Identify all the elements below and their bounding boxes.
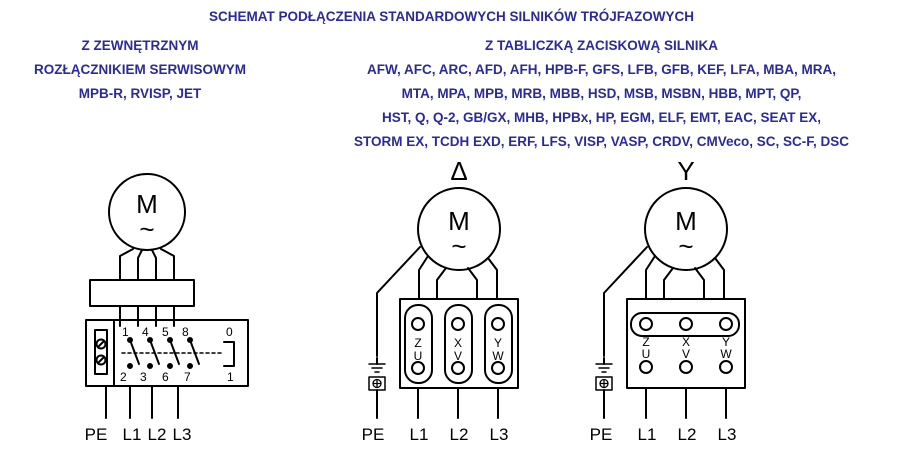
motor-letter-left: M: [136, 189, 158, 219]
delta-terminal-z: Z: [414, 336, 421, 350]
star-label-l3: L3: [718, 425, 737, 444]
switch-label-l1: L1: [123, 425, 142, 444]
switch-label-pe: PE: [85, 425, 108, 444]
left-header-line-2: ROZŁĄCZNIKIEM SERWISOWYM: [34, 62, 246, 77]
star-terminal-u: U: [642, 347, 651, 361]
pe-terminal: [94, 329, 108, 375]
switch-num-bottom-3: 6: [162, 370, 169, 384]
right-header-line-3: MTA, MPA, MPB, MRB, MBB, HSD, MSB, MSBN,…: [401, 86, 802, 101]
switch-num-bottom-5: 1: [227, 370, 234, 384]
delta-label-pe: PE: [362, 425, 385, 444]
switch-num-top-3: 5: [162, 325, 169, 339]
motor-circle-left: [108, 173, 186, 251]
right-header-line-2: AFW, AFC, ARC, AFD, AFH, HPB-F, GFS, LFB…: [367, 62, 836, 77]
switch-num-top-2: 4: [142, 325, 149, 339]
switch-box: [85, 319, 249, 387]
right-header-line-1: Z TABLICZKĄ ZACISKOWĄ SILNIKA: [485, 38, 718, 53]
switch-num-bottom-2: 3: [140, 370, 147, 384]
delta-diagram: [368, 187, 519, 419]
switch-num-top-4: 8: [182, 325, 189, 339]
delta-terminal-v: V: [454, 349, 462, 363]
star-terminal-w: W: [720, 347, 732, 361]
bridge-v-x: [444, 304, 473, 384]
star-bridge: [630, 312, 740, 337]
delta-terminal-u: U: [414, 349, 423, 363]
delta-terminal-w: W: [492, 349, 504, 363]
switch-label-l3: L3: [173, 425, 192, 444]
switch-diagram: [85, 173, 249, 419]
motor-letter-star: M: [675, 206, 697, 236]
left-header-line-3: MPB-R, RVISP, JET: [78, 86, 202, 101]
left-header-line-1: Z ZEWNĘTRZNYM: [81, 38, 199, 53]
delta-label-l2: L2: [450, 425, 469, 444]
right-header-line-5: STORM EX, TCDH EXD, ERF, LFS, VISP, VASP…: [353, 134, 850, 149]
delta-terminal-x: X: [454, 336, 462, 350]
motor-tilde-star: ~: [678, 231, 693, 261]
star-terminal-x: X: [682, 335, 690, 349]
delta-label-l3: L3: [490, 425, 509, 444]
star-diagram: [595, 187, 746, 419]
star-label-pe: PE: [590, 425, 613, 444]
motor-circle-delta: [417, 187, 501, 271]
page-title: SCHEMAT PODŁĄCZENIA STANDARDOWYCH SILNIK…: [209, 9, 694, 24]
delta-symbol: Δ: [450, 156, 467, 186]
star-terminal-z: Z: [642, 335, 649, 349]
star-symbol: Y: [677, 156, 694, 186]
star-label-l2: L2: [678, 425, 697, 444]
star-terminal-v: V: [682, 347, 690, 361]
star-label-l1: L1: [638, 425, 657, 444]
delta-label-l1: L1: [410, 425, 429, 444]
switch-num-bottom-4: 7: [184, 370, 191, 384]
right-header-line-4: HST, Q, Q-2, GB/GX, MHB, HPBx, HP, EGM, …: [381, 110, 822, 125]
motor-tilde-delta: ~: [451, 231, 466, 261]
delta-terminal-y: Y: [494, 336, 502, 350]
motor-letter-delta: M: [448, 206, 470, 236]
bridge-u-z: [404, 304, 433, 384]
switch-num-top-5: 0: [226, 325, 233, 339]
motor-circle-star: [644, 187, 728, 271]
switch-label-l2: L2: [148, 425, 167, 444]
switch-num-top-1: 1: [122, 325, 129, 339]
bridge-w-y: [484, 304, 513, 384]
motor-tilde-left: ~: [139, 214, 154, 244]
switch-num-bottom-1: 2: [120, 370, 127, 384]
star-terminal-y: Y: [722, 335, 730, 349]
